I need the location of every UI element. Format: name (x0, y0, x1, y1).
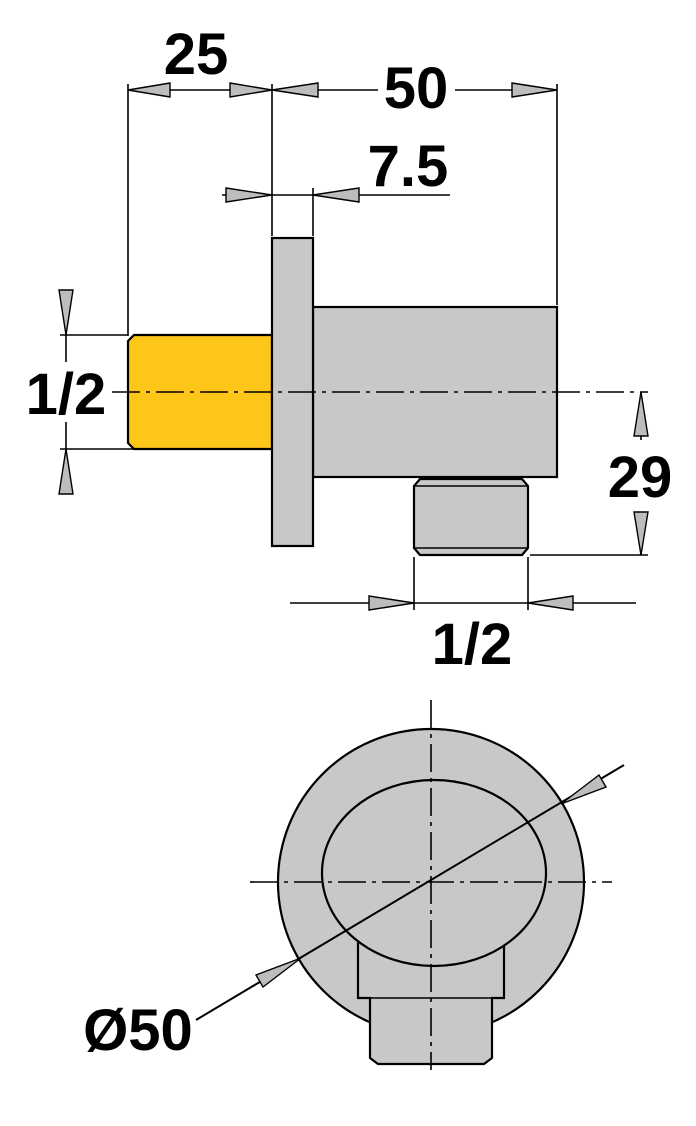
dimension-arrow (271, 82, 319, 98)
dimension-arrow (368, 595, 415, 611)
dim-flange-thickness: 7.5 (368, 134, 449, 199)
dimension-arrow (58, 448, 74, 495)
dim-outlet-thread: 1/2 (432, 612, 513, 677)
dimension-arrow (527, 595, 574, 611)
dim-inlet-length: 25 (164, 22, 229, 87)
body-ellipse (320, 778, 548, 968)
dim-outlet-offset: 29 (608, 445, 673, 510)
dimension-arrow (229, 82, 273, 98)
side-view: 25 50 7.5 1/2 29 1/2 (26, 22, 673, 677)
dimension-arrow (560, 773, 608, 805)
dimension-arrow (511, 82, 558, 98)
dimension-arrow (312, 187, 360, 203)
dim-inlet-thread: 1/2 (26, 362, 107, 427)
dim-diameter: Ø50 (83, 998, 193, 1063)
dimension-arrow (127, 82, 171, 98)
dimension-arrow (254, 957, 302, 989)
dimension-arrow (633, 391, 649, 437)
dimension-arrow (225, 187, 273, 203)
dimension-arrow (58, 289, 74, 336)
outlet-nozzle-part (412, 477, 530, 557)
dimension-arrow (633, 511, 649, 556)
dim-body-length: 50 (384, 56, 449, 121)
front-view: Ø50 (83, 700, 625, 1070)
